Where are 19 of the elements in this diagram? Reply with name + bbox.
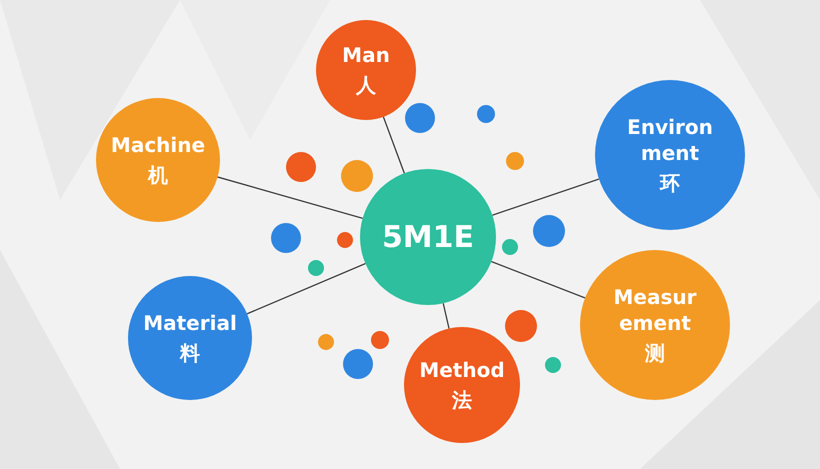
node-label: Material	[143, 310, 237, 336]
node-label: Method	[419, 357, 505, 383]
connector-line	[382, 116, 405, 174]
node-label: 5M1E	[382, 218, 474, 256]
node-label: Measurement	[612, 284, 698, 336]
node-label: 人	[356, 72, 376, 98]
node-label: 法	[452, 387, 472, 413]
node-label: 环	[660, 170, 680, 196]
node-label: 机	[148, 162, 168, 188]
node-label: Environment	[627, 114, 713, 166]
node-label: Man	[342, 42, 390, 68]
node-label: 料	[180, 340, 200, 366]
node-label: Machine	[110, 132, 206, 158]
node-label: 测	[645, 340, 665, 366]
connector-line	[491, 261, 586, 298]
connector-line	[492, 178, 600, 216]
connector-line	[217, 176, 363, 219]
connector-line	[246, 263, 366, 314]
connector-line	[442, 303, 450, 329]
